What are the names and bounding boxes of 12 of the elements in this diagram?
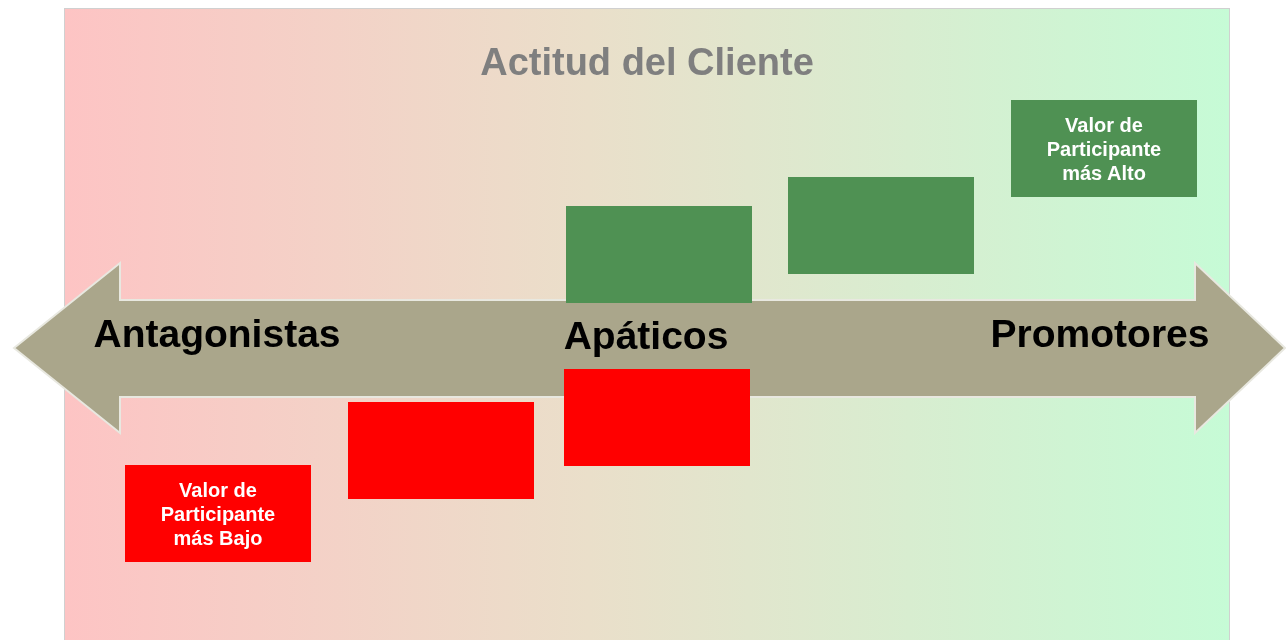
attitude-label: Apáticos [563, 314, 729, 358]
empty-box [566, 206, 752, 303]
empty-box [348, 402, 534, 499]
value-box [1011, 100, 1197, 197]
empty-box [564, 369, 750, 466]
value-box [125, 465, 311, 562]
empty-box [788, 177, 974, 274]
attitude-label: Antagonistas [93, 312, 341, 356]
attitude-label: Promotores [990, 312, 1210, 356]
box-label: Valor de Participante más Alto [1045, 112, 1163, 185]
box-label: Valor de Participante más Bajo [159, 477, 277, 550]
title: Actitud del Cliente [479, 41, 815, 84]
